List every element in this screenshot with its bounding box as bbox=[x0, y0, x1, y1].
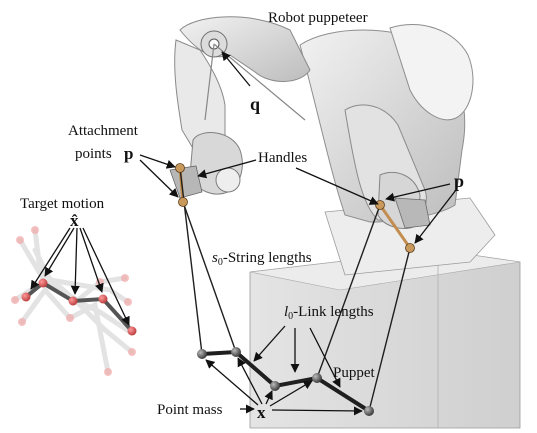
string-2 bbox=[182, 201, 237, 353]
x-label: x bbox=[257, 403, 266, 422]
right-handle bbox=[378, 204, 412, 249]
puppet-chain bbox=[197, 347, 374, 416]
attachment-point bbox=[178, 197, 188, 207]
string-3 bbox=[316, 204, 381, 379]
string-4 bbox=[368, 247, 411, 412]
point-mass-label: Point mass bbox=[157, 402, 223, 418]
handles-label: Handles bbox=[258, 150, 307, 166]
robot-body bbox=[169, 16, 474, 229]
point-mass-node bbox=[364, 406, 374, 416]
attachment-point bbox=[375, 200, 385, 210]
p-label-right: p bbox=[454, 171, 464, 191]
point-mass-node bbox=[270, 381, 280, 391]
attachment-point bbox=[175, 163, 185, 173]
q-label: q bbox=[250, 94, 260, 114]
strings bbox=[179, 167, 411, 412]
string-1 bbox=[179, 167, 203, 355]
puppet-label: Puppet bbox=[333, 365, 376, 381]
link-length-label: l0-Link lengths bbox=[284, 304, 374, 322]
point-mass-node bbox=[197, 349, 207, 359]
title-label: Robot puppeteer bbox=[268, 10, 368, 26]
point-mass-node bbox=[312, 373, 322, 383]
point-mass-node bbox=[231, 347, 241, 357]
attachment-label-line2: points bbox=[75, 146, 112, 162]
annotation-arrows bbox=[30, 51, 457, 416]
target-motion-label: Target motion bbox=[20, 196, 105, 212]
p-label-left: p bbox=[124, 144, 133, 163]
string-length-label: s0-String lengths bbox=[212, 250, 312, 268]
attachment-label-line1: Attachment bbox=[68, 123, 139, 139]
text-labels: Robot puppeteer q Attachment points p Ha… bbox=[20, 10, 464, 422]
x-hat-label: x̂ bbox=[70, 211, 79, 230]
attachment-point bbox=[405, 243, 415, 253]
